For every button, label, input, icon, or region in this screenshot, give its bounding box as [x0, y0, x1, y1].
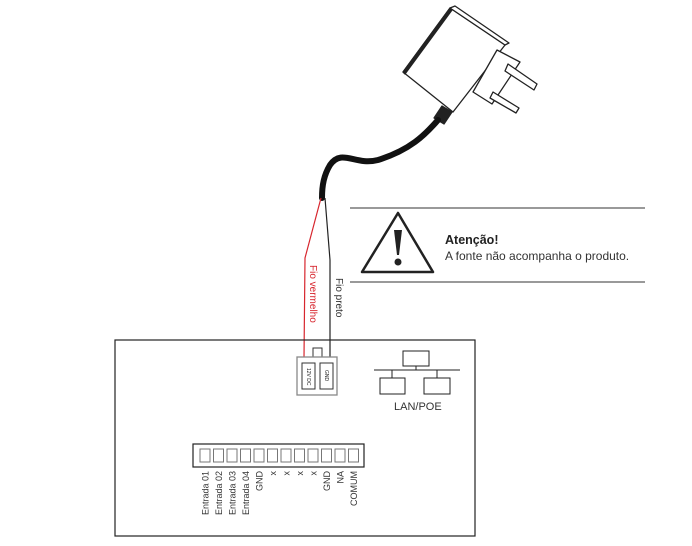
terminal-slot: [267, 448, 278, 463]
terminal-label: GND: [255, 471, 265, 492]
terminal-label: GND: [322, 471, 332, 492]
terminal-slot: [334, 448, 346, 463]
red-wire-label: Fio vermelho: [307, 265, 318, 323]
power-cable: [319, 117, 441, 201]
terminal-slot: [294, 448, 305, 463]
terminal-label: x: [268, 471, 278, 476]
warning-title: Atenção!: [445, 233, 498, 247]
connector-pin-12v: 12V DC: [305, 368, 311, 386]
terminal-label: Entrada 02: [214, 471, 224, 515]
terminal-slot: [253, 448, 265, 463]
power-connector: 12V DC GND: [296, 347, 338, 396]
terminal-slot: [321, 448, 332, 463]
terminal-slot: [307, 448, 319, 463]
terminal-label: Entrada 01: [201, 471, 211, 515]
terminal-slot: [240, 448, 251, 463]
warning-message: A fonte não acompanha o produto.: [445, 249, 629, 263]
black-wire-label: Fio preto: [333, 278, 344, 318]
terminal-label: NA: [336, 471, 346, 484]
warning-triangle-icon: [360, 211, 435, 274]
terminal-label: x: [295, 471, 305, 476]
power-adapter-icon: [402, 5, 538, 125]
terminal-slot: [348, 448, 359, 463]
connector-pin-gnd: GND: [323, 370, 329, 382]
device-board: [114, 339, 476, 537]
terminal-label: Entrada 03: [228, 471, 238, 515]
terminal-label: Entrada 04: [241, 471, 251, 515]
terminal-slot: [213, 448, 224, 463]
network-label: LAN/POE: [394, 401, 442, 413]
red-wire: [303, 197, 322, 359]
terminal-slot: [226, 448, 238, 463]
terminal-label: COMUM: [349, 471, 359, 506]
terminal-label: x: [309, 471, 319, 476]
black-wire: [324, 197, 331, 358]
terminal-label: x: [282, 471, 292, 476]
network-topology-icon: [374, 350, 460, 395]
terminal-slot: [199, 448, 211, 463]
terminal-slot: [280, 448, 292, 463]
